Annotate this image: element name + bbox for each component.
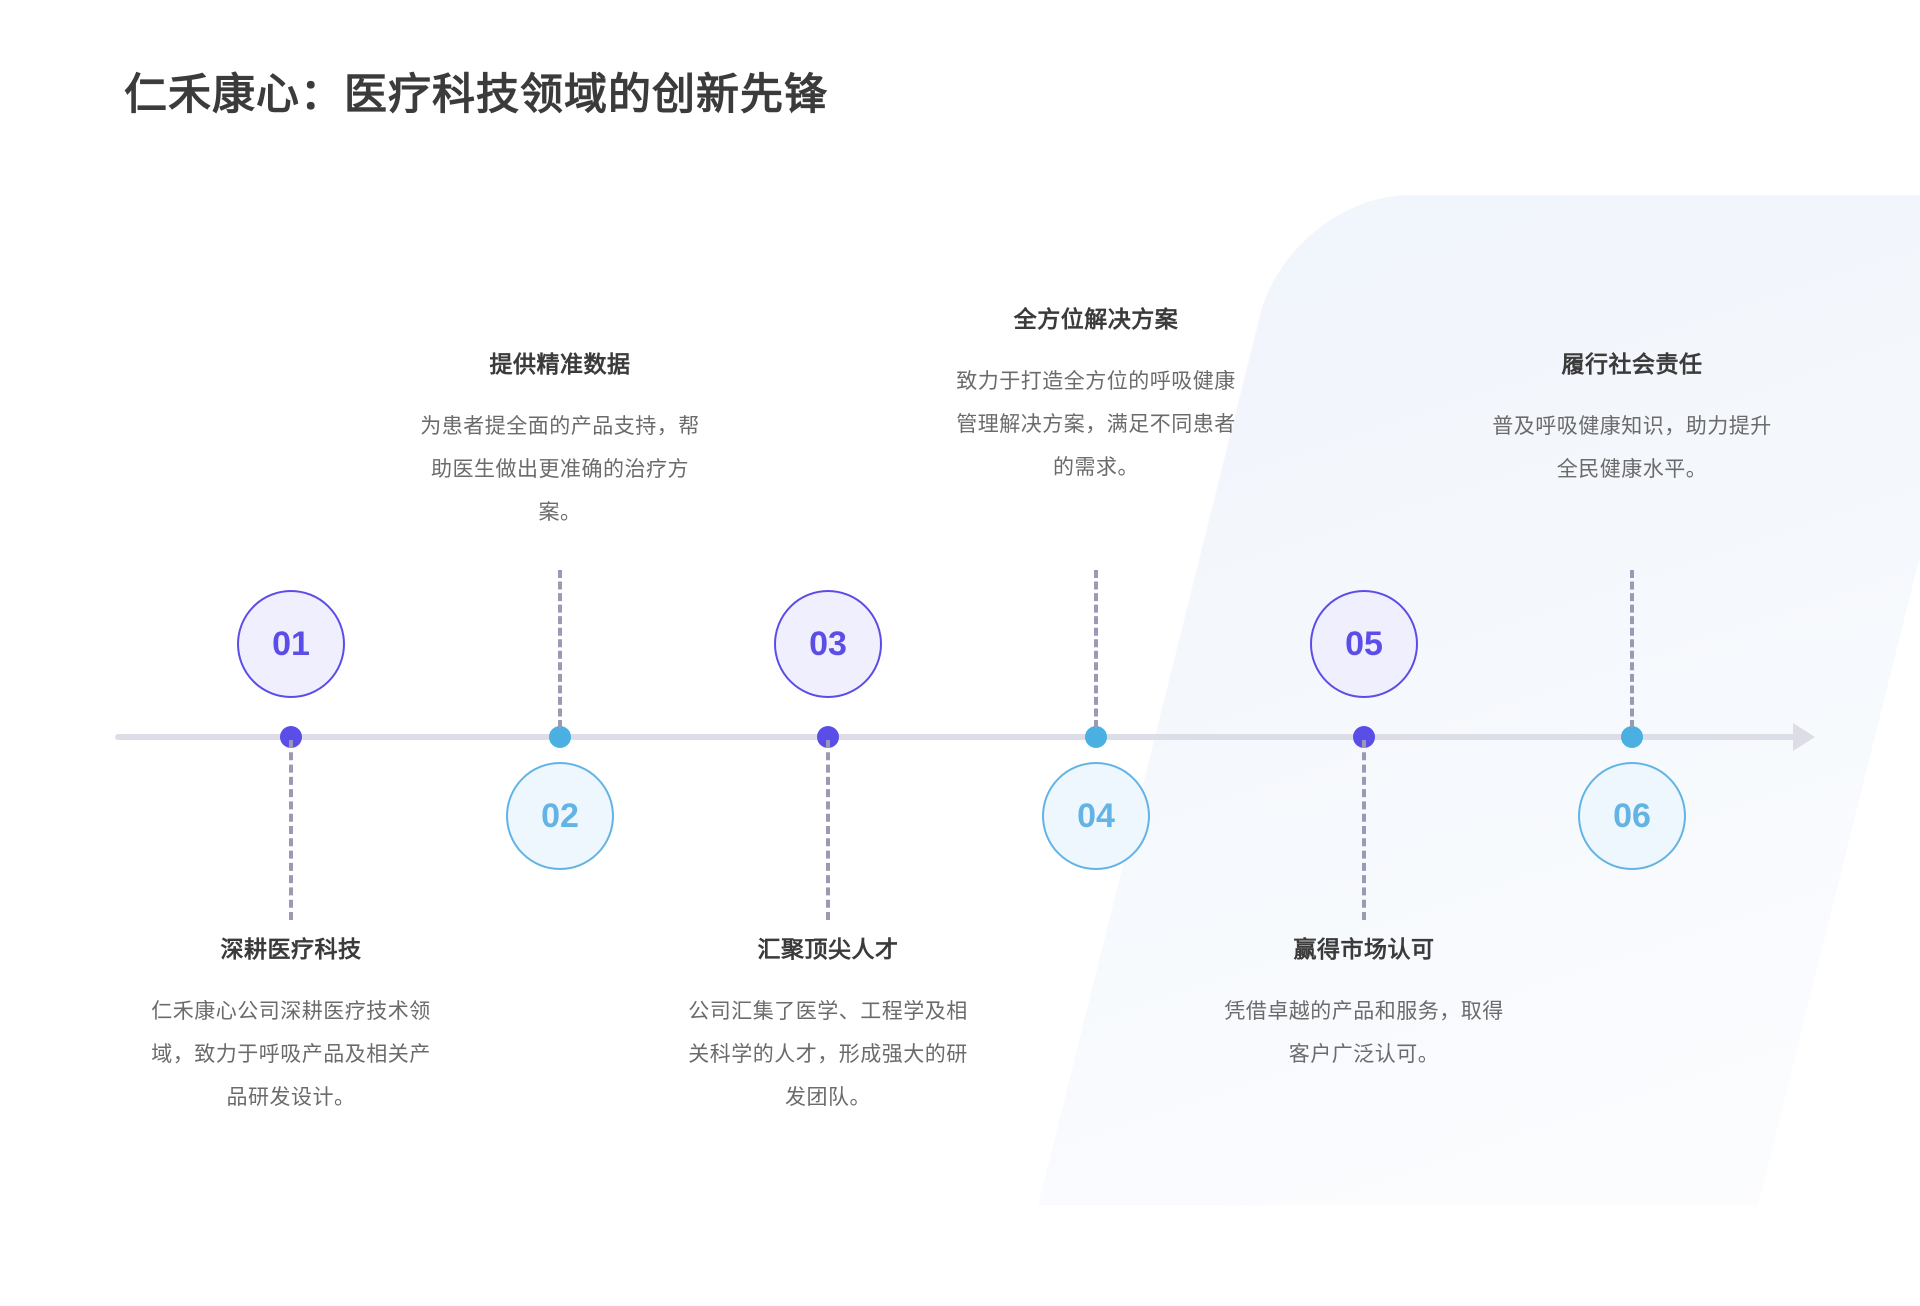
step-description-05: 凭借卓越的产品和服务，取得客户广泛认可。 <box>1224 1000 1504 1066</box>
page-title: 仁禾康心：医疗科技领域的创新先锋 <box>124 71 828 119</box>
step-text-block-05: 赢得市场认可 凭借卓越的产品和服务，取得客户广泛认可。 <box>1221 930 1507 1076</box>
timeline-connector-02 <box>558 570 566 728</box>
timeline-node-dot-03 <box>817 726 839 748</box>
step-number-badge-05[interactable]: 05 <box>1310 590 1418 698</box>
timeline-node-dot-01 <box>280 726 302 748</box>
timeline-node-dot-05 <box>1353 726 1375 748</box>
timeline-connector-06 <box>1630 570 1638 728</box>
step-text-block-06: 履行社会责任 普及呼吸健康知识，助力提升全民健康水平。 <box>1489 345 1775 491</box>
timeline-node-dot-02 <box>549 726 571 748</box>
step-number-badge-06[interactable]: 06 <box>1578 762 1686 870</box>
step-description-06: 普及呼吸健康知识，助力提升全民健康水平。 <box>1492 415 1772 481</box>
step-description-02: 为患者提全面的产品支持，帮助医生做出更准确的治疗方案。 <box>420 415 700 524</box>
step-heading-04: 全方位解决方案 <box>1013 306 1179 332</box>
step-heading-01: 深耕医疗科技 <box>220 936 362 962</box>
step-heading-02: 提供精准数据 <box>489 351 631 377</box>
step-heading-03: 汇聚顶尖人才 <box>757 936 899 962</box>
step-heading-06: 履行社会责任 <box>1561 351 1703 377</box>
step-number-badge-02[interactable]: 02 <box>506 762 614 870</box>
step-text-block-03: 汇聚顶尖人才 公司汇集了医学、工程学及相关科学的人才，形成强大的研发团队。 <box>685 930 971 1119</box>
timeline-connector-04 <box>1094 570 1102 728</box>
step-heading-05: 赢得市场认可 <box>1293 936 1435 962</box>
step-text-block-04: 全方位解决方案 致力于打造全方位的呼吸健康管理解决方案，满足不同患者的需求。 <box>953 300 1239 489</box>
step-description-04: 致力于打造全方位的呼吸健康管理解决方案，满足不同患者的需求。 <box>956 370 1236 479</box>
step-text-block-01: 深耕医疗科技 仁禾康心公司深耕医疗技术领域，致力于呼吸产品及相关产品研发设计。 <box>148 930 434 1119</box>
step-number-badge-04[interactable]: 04 <box>1042 762 1150 870</box>
step-description-01: 仁禾康心公司深耕医疗技术领域，致力于呼吸产品及相关产品研发设计。 <box>151 1000 431 1109</box>
timeline-node-dot-06 <box>1621 726 1643 748</box>
timeline-connector-01 <box>289 740 297 920</box>
timeline-connector-03 <box>826 740 834 920</box>
step-text-block-02: 提供精准数据 为患者提全面的产品支持，帮助医生做出更准确的治疗方案。 <box>417 345 703 534</box>
step-number-badge-01[interactable]: 01 <box>237 590 345 698</box>
timeline-arrow-icon <box>1793 723 1815 751</box>
timeline-node-dot-04 <box>1085 726 1107 748</box>
step-description-03: 公司汇集了医学、工程学及相关科学的人才，形成强大的研发团队。 <box>688 1000 968 1109</box>
step-number-badge-03[interactable]: 03 <box>774 590 882 698</box>
timeline-connector-05 <box>1362 740 1370 920</box>
timeline-axis <box>115 734 1801 740</box>
